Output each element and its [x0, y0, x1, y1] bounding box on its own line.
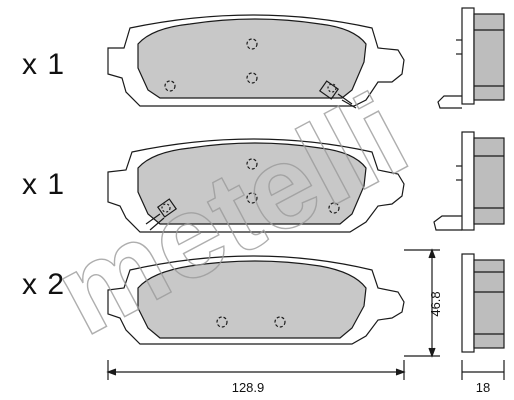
dimension-thickness	[461, 360, 505, 380]
dimension-height-label: 46.8	[428, 291, 443, 316]
dimension-width-label: 128.9	[232, 380, 265, 395]
dimension-thickness-label: 18	[476, 380, 490, 395]
brake-pad-1	[107, 14, 405, 109]
side-view-1	[437, 7, 505, 109]
wear-clip-2	[145, 198, 178, 231]
wear-clip-1	[318, 80, 357, 109]
side-view-3	[461, 253, 505, 353]
dimension-height	[404, 248, 440, 358]
brake-pad-3	[107, 255, 405, 345]
dimension-width	[106, 360, 406, 380]
quantity-label-2: x 1	[22, 168, 66, 201]
quantity-label-1: x 1	[22, 48, 66, 81]
side-view-2	[433, 131, 505, 231]
quantity-label-3: x 2	[22, 268, 66, 301]
brake-pad-2	[107, 138, 405, 233]
